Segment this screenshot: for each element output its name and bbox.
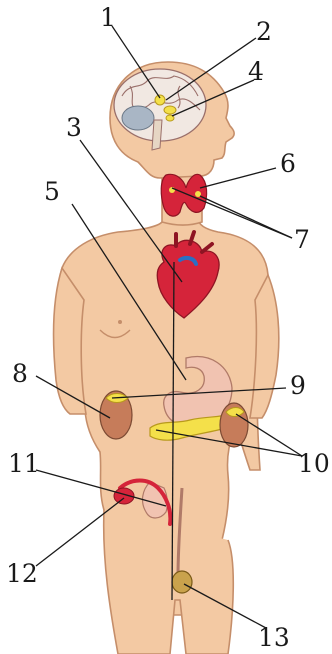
cerebellum bbox=[122, 106, 154, 130]
label-8: 8 bbox=[12, 359, 28, 388]
label-5: 5 bbox=[44, 177, 60, 206]
label-4: 4 bbox=[248, 57, 264, 86]
label-7: 7 bbox=[294, 225, 310, 254]
label-2: 2 bbox=[256, 17, 272, 46]
pineal-gland bbox=[155, 95, 165, 105]
label-3: 3 bbox=[66, 113, 82, 142]
hypothalamus bbox=[164, 106, 176, 114]
brain-stem bbox=[152, 120, 162, 150]
testis bbox=[172, 571, 192, 593]
label-9: 9 bbox=[290, 371, 306, 400]
label-11: 11 bbox=[8, 449, 40, 478]
label-13: 13 bbox=[258, 623, 290, 652]
parathyroid-gland bbox=[169, 187, 175, 193]
label-12: 12 bbox=[6, 559, 38, 588]
label-1: 1 bbox=[100, 3, 116, 32]
label-10: 10 bbox=[298, 449, 330, 478]
label-6: 6 bbox=[280, 149, 296, 178]
nipple-mark bbox=[118, 320, 122, 324]
